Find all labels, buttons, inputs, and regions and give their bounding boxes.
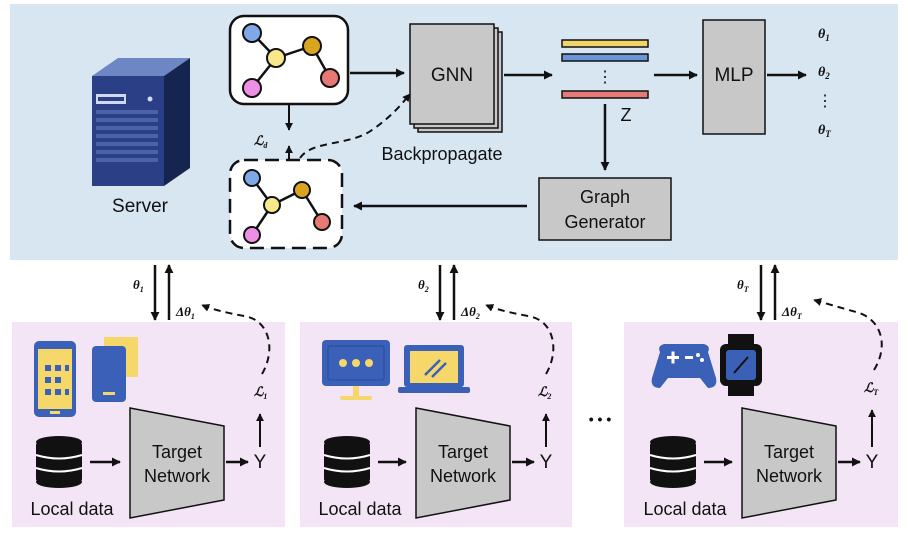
target-network-1 <box>129 407 225 519</box>
graph-node <box>320 68 340 88</box>
graph-node <box>243 226 261 244</box>
target-network-label-tb: Network <box>756 466 823 486</box>
output-y-1: Y <box>254 452 267 473</box>
graph-generator-block <box>538 177 672 241</box>
download-theta-2: θ2 <box>418 277 429 294</box>
target-network-label-2a: Target <box>438 442 488 462</box>
tablet-icon <box>92 337 138 402</box>
target-network-t <box>741 407 837 519</box>
graph-node <box>302 36 322 56</box>
local-data-label-t: Local data <box>643 499 727 519</box>
download-theta-1: θ1 <box>133 277 144 294</box>
mlp-label: MLP <box>714 65 753 86</box>
real-graph <box>228 14 350 106</box>
output-y-t: Y <box>866 452 879 473</box>
mlp-block <box>702 19 766 135</box>
database-icon <box>35 436 83 488</box>
output-y-2: Y <box>540 452 553 473</box>
loss-label-2: ℒ2 <box>538 384 551 401</box>
loss-return-arrow-2 <box>485 304 555 375</box>
between-clients-ellipsis: • • • <box>589 411 612 427</box>
graph-generator-label-2: Generator <box>564 212 645 232</box>
gnn-block <box>409 23 503 133</box>
database-icon <box>649 436 697 488</box>
gamepad-icon <box>651 344 717 388</box>
z-label: Z <box>621 105 632 125</box>
server-label: Server <box>112 196 169 217</box>
target-network-label-1b: Network <box>144 466 211 486</box>
output-theta-t: θT <box>818 123 831 139</box>
loss-label-t: ℒT <box>864 380 879 397</box>
output-ellipsis: ⋮ <box>817 93 833 110</box>
output-theta-2: θ2 <box>818 65 830 81</box>
graph-node <box>266 48 286 68</box>
target-network-label-ta: Target <box>764 442 814 462</box>
local-data-label-2: Local data <box>318 499 402 519</box>
embedding-ellipsis: ⋮ <box>597 69 613 86</box>
backprop-label: Backpropagate <box>381 144 502 164</box>
output-theta-1: θ1 <box>818 27 830 43</box>
graph-generator-label-1: Graph <box>580 187 630 207</box>
graph-node <box>243 169 261 187</box>
loss-return-arrow-t <box>813 298 883 371</box>
smartphone-icon <box>34 341 76 417</box>
graph-node <box>242 78 262 98</box>
backprop-arrow <box>299 93 411 159</box>
graph-node <box>263 196 281 214</box>
smartwatch-icon <box>720 334 762 396</box>
monitor-icon <box>322 340 390 400</box>
upload-delta-theta-t: ΔθT <box>781 304 803 321</box>
generated-graph <box>228 158 344 250</box>
database-icon <box>323 436 371 488</box>
graph-node <box>242 23 262 43</box>
target-network-label-2b: Network <box>430 466 497 486</box>
loss-return-arrow-1 <box>201 304 271 375</box>
loss-d-label: ℒd <box>254 133 268 150</box>
target-network-2 <box>415 407 511 519</box>
upload-delta-theta-2: Δθ2 <box>460 304 480 321</box>
upload-delta-theta-1: Δθ1 <box>175 304 195 321</box>
laptop-icon <box>398 345 470 393</box>
gnn-label: GNN <box>431 65 473 86</box>
graph-node <box>293 181 311 199</box>
embeddings-z <box>561 39 649 99</box>
server-tower-icon <box>92 58 190 186</box>
local-data-label-1: Local data <box>30 499 114 519</box>
target-network-label-1a: Target <box>152 442 202 462</box>
download-theta-t: θT <box>737 277 750 294</box>
graph-node <box>313 213 331 231</box>
loss-label-1: ℒ1 <box>254 384 267 401</box>
